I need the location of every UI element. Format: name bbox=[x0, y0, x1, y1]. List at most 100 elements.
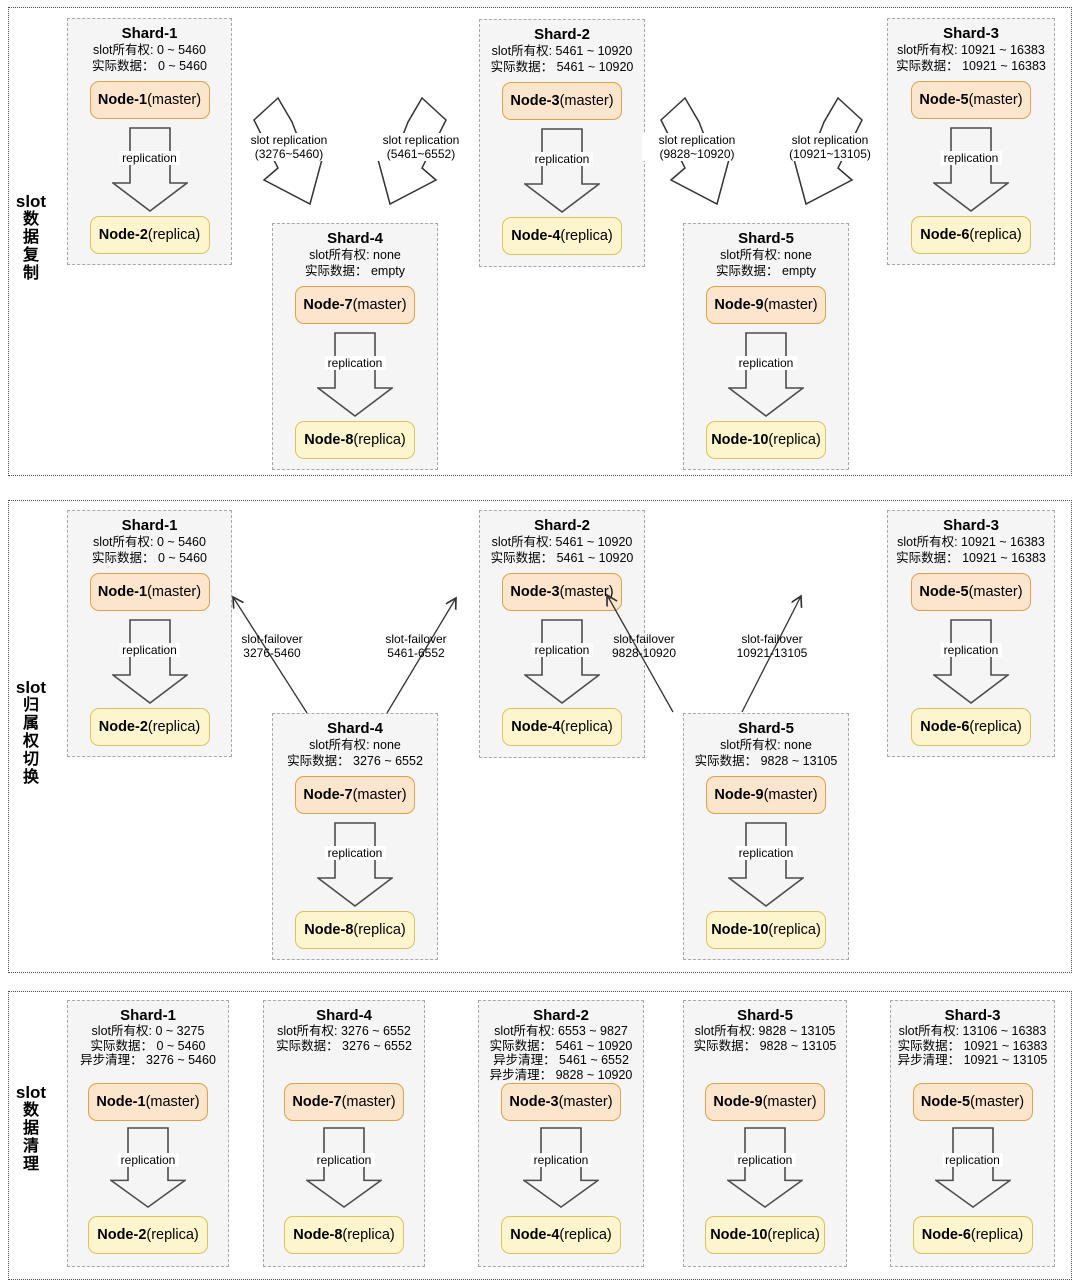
master-node: Node-5(master) bbox=[912, 1083, 1033, 1121]
master-node: Node-9(master) bbox=[706, 776, 826, 814]
replica-node: Node-4(replica) bbox=[501, 1216, 621, 1254]
replication-label: replication bbox=[119, 151, 180, 165]
replication-label: replication bbox=[313, 1153, 375, 1167]
actual-data-text: 实际数据： 5461 ~ 10920 bbox=[490, 551, 634, 565]
replication-arrow: replication bbox=[935, 1127, 1011, 1209]
actual-data-text: 实际数据： 0 ~ 5460 bbox=[92, 551, 207, 565]
replica-node: Node-8(replica) bbox=[284, 1216, 404, 1254]
replica-node: Node-2(replica) bbox=[89, 216, 210, 254]
shard-box-shard-4: Shard-4 slot所有权: 3276 ~ 6552 实际数据： 3276 … bbox=[263, 1000, 425, 1267]
slot-failover-label-3: slot-failover 9828-10920 bbox=[611, 632, 677, 660]
replication-arrow-shape bbox=[728, 332, 804, 418]
master-node: Node-9(master) bbox=[706, 286, 826, 324]
replication-label: replication bbox=[735, 356, 797, 370]
slot-ownership-text: slot所有权: none bbox=[309, 738, 401, 752]
shard-title: Shard-2 bbox=[533, 1007, 589, 1024]
master-node: Node-1(master) bbox=[89, 573, 210, 611]
slot-ownership-text: slot所有权: 0 ~ 3275 bbox=[91, 1024, 205, 1038]
slot-ownership-text: slot所有权: 10921 ~ 16383 bbox=[897, 535, 1045, 549]
master-node: Node-3(master) bbox=[502, 573, 622, 611]
replication-arrow: replication bbox=[306, 1127, 382, 1209]
slot-replication-label-3: slot replication (9828~10920) bbox=[642, 133, 752, 161]
shard-box-shard-3: Shard-3 slot所有权: 13106 ~ 16383 实际数据： 109… bbox=[890, 1000, 1055, 1267]
async-cleanup-text: 异步清理： 3276 ~ 5460 bbox=[80, 1053, 216, 1068]
replication-arrow: replication bbox=[524, 619, 600, 705]
shard-box-shard-5: Shard-5 slot所有权: none 实际数据： empty Node-9… bbox=[683, 223, 849, 470]
actual-data-text: 实际数据： 5461 ~ 10920 bbox=[489, 1038, 633, 1053]
master-node: Node-3(master) bbox=[501, 1083, 621, 1121]
replication-label: replication bbox=[324, 846, 386, 860]
actual-data-text: 实际数据： 0 ~ 5460 bbox=[90, 1038, 206, 1053]
replication-arrow-shape bbox=[306, 1127, 382, 1209]
shard-title: Shard-4 bbox=[316, 1007, 372, 1024]
slot-ownership-text: slot所有权: 6553 ~ 9827 bbox=[494, 1024, 628, 1038]
replication-arrow-shape bbox=[317, 332, 393, 418]
master-node: Node-5(master) bbox=[911, 573, 1031, 611]
actual-data-text: 实际数据： empty bbox=[304, 264, 405, 278]
shard-title: Shard-2 bbox=[534, 26, 590, 43]
slot-ownership-text: slot所有权: 10921 ~ 16383 bbox=[897, 43, 1045, 57]
section-label-ownership-switch: slot 归 属 权 切 换 bbox=[15, 678, 47, 786]
replication-arrow: replication bbox=[317, 332, 393, 418]
actual-data-text: 实际数据： 3276 ~ 6552 bbox=[287, 754, 423, 768]
replication-arrow: replication bbox=[524, 128, 600, 214]
slot-failover-label-4: slot-failover 10921-13105 bbox=[736, 632, 808, 660]
async-cleanup-text: 异步清理： 9828 ~ 10920 bbox=[489, 1067, 633, 1082]
shard-title: Shard-5 bbox=[738, 230, 794, 247]
replication-label: replication bbox=[531, 152, 593, 166]
master-node: Node-1(master) bbox=[88, 1083, 208, 1121]
section-label-cleanup: slot 数 据 清 理 bbox=[15, 1083, 47, 1173]
replication-arrow-shape bbox=[933, 127, 1009, 213]
slot-ownership-text: slot所有权: none bbox=[720, 738, 812, 752]
replica-node: Node-4(replica) bbox=[502, 217, 622, 255]
slot-ownership-text: slot所有权: 3276 ~ 6552 bbox=[277, 1024, 411, 1038]
master-node: Node-1(master) bbox=[89, 81, 210, 119]
shard-title: Shard-3 bbox=[943, 25, 999, 42]
replication-arrow: replication bbox=[523, 1127, 599, 1209]
shard-title: Shard-3 bbox=[944, 1007, 1001, 1024]
shard-title: Shard-4 bbox=[327, 230, 383, 247]
actual-data-text: 实际数据： 10921 ~ 16383 bbox=[896, 551, 1046, 565]
master-node: Node-7(master) bbox=[295, 776, 415, 814]
replication-label: replication bbox=[530, 1153, 592, 1167]
actual-data-text: 实际数据： 10921 ~ 16383 bbox=[897, 1038, 1048, 1053]
actual-data-text: 实际数据： 0 ~ 5460 bbox=[92, 59, 207, 73]
shard-title: Shard-2 bbox=[534, 517, 590, 534]
replica-node: Node-10(replica) bbox=[706, 911, 826, 949]
slot-replication-label-1: slot replication (3276~5460) bbox=[234, 133, 344, 161]
replica-node: Node-10(replica) bbox=[706, 421, 826, 459]
shard-title: Shard-1 bbox=[121, 25, 178, 42]
replication-label: replication bbox=[940, 643, 1002, 657]
replica-node: Node-8(replica) bbox=[295, 421, 415, 459]
replication-label: replication bbox=[531, 643, 593, 657]
shard-box-shard-2: Shard-2 slot所有权: 6553 ~ 9827 实际数据： 5461 … bbox=[478, 1000, 644, 1267]
replica-node: Node-4(replica) bbox=[502, 708, 622, 746]
replica-node: Node-6(replica) bbox=[911, 216, 1031, 254]
shard-title: Shard-1 bbox=[121, 517, 178, 534]
master-node: Node-7(master) bbox=[295, 286, 415, 324]
replication-arrow: replication bbox=[727, 1127, 803, 1209]
replication-label: replication bbox=[119, 643, 180, 657]
replication-arrow-shape bbox=[110, 1127, 186, 1209]
shard-title: Shard-4 bbox=[327, 720, 383, 737]
replication-arrow-shape bbox=[524, 128, 600, 214]
slot-ownership-text: slot所有权: none bbox=[309, 248, 401, 262]
shard-box-shard-4: Shard-4 slot所有权: none 实际数据： empty Node-7… bbox=[272, 223, 438, 470]
shard-box-shard-1: Shard-1 slot所有权: 0 ~ 5460 实际数据： 0 ~ 5460… bbox=[67, 18, 232, 265]
shard-box-shard-1: Shard-1 slot所有权: 0 ~ 5460 实际数据： 0 ~ 5460… bbox=[67, 510, 232, 757]
actual-data-text: 实际数据： 3276 ~ 6552 bbox=[276, 1038, 412, 1053]
master-node: Node-9(master) bbox=[705, 1083, 825, 1121]
replica-node: Node-6(replica) bbox=[912, 1216, 1033, 1254]
replication-label: replication bbox=[735, 846, 797, 860]
replication-arrow: replication bbox=[933, 127, 1009, 213]
shard-box-shard-5: Shard-5 slot所有权: 9828 ~ 13105 实际数据： 9828… bbox=[683, 1000, 847, 1267]
replication-arrow-shape bbox=[112, 619, 188, 705]
shard-box-shard-5: Shard-5 slot所有权: none 实际数据： 9828 ~ 13105… bbox=[683, 713, 849, 960]
replication-arrow-shape bbox=[523, 1127, 599, 1209]
replication-label: replication bbox=[942, 1153, 1003, 1167]
actual-data-text: 实际数据： 9828 ~ 13105 bbox=[694, 754, 838, 768]
slot-failover-label-2: slot-failover 5461-6552 bbox=[385, 632, 447, 660]
slot-ownership-text: slot所有权: 5461 ~ 10920 bbox=[491, 535, 633, 549]
slot-ownership-text: slot所有权: 9828 ~ 13105 bbox=[694, 1024, 836, 1038]
